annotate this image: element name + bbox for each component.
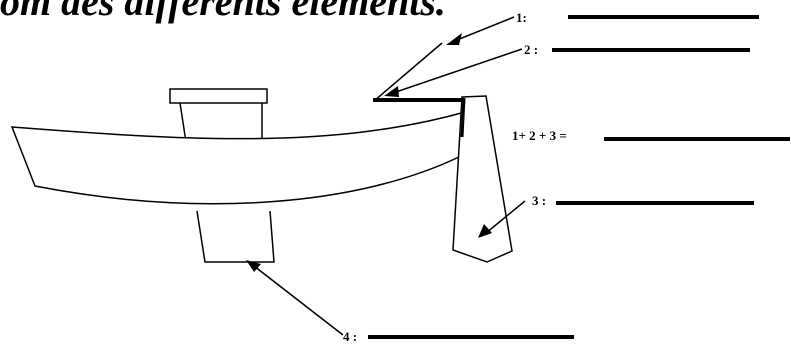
pointer-4 (253, 265, 344, 336)
upper-handle (179, 102, 263, 143)
pointer-3 (485, 200, 526, 234)
answer-blank-1[interactable] (568, 15, 759, 19)
answer-blank-3[interactable] (556, 201, 754, 205)
pointer-1-head (446, 33, 462, 45)
label-2: 2 : (524, 42, 539, 57)
answer-blank-sum[interactable] (604, 137, 790, 141)
pointer-2 (392, 48, 523, 94)
lower-handle (196, 210, 275, 263)
pointer-2-head (384, 86, 399, 97)
pointer-4-head (246, 260, 261, 272)
pointer-3-head (478, 224, 492, 238)
answer-blank-2[interactable] (552, 48, 750, 52)
main-body (10, 110, 466, 205)
upper-cap (169, 88, 268, 104)
blade-edge (460, 97, 466, 138)
answer-blank-4[interactable] (368, 335, 574, 339)
pointer-1-lead (373, 42, 443, 102)
label-sum: 1+ 2 + 3 = (512, 128, 567, 143)
label-3: 3 : (532, 193, 547, 208)
label-1: 1: (516, 10, 527, 25)
pointer-1 (451, 16, 515, 43)
blade-end (452, 95, 513, 263)
worksheet-title: om des différents éléments. (0, 0, 446, 24)
label-4: 4 : (343, 329, 358, 344)
